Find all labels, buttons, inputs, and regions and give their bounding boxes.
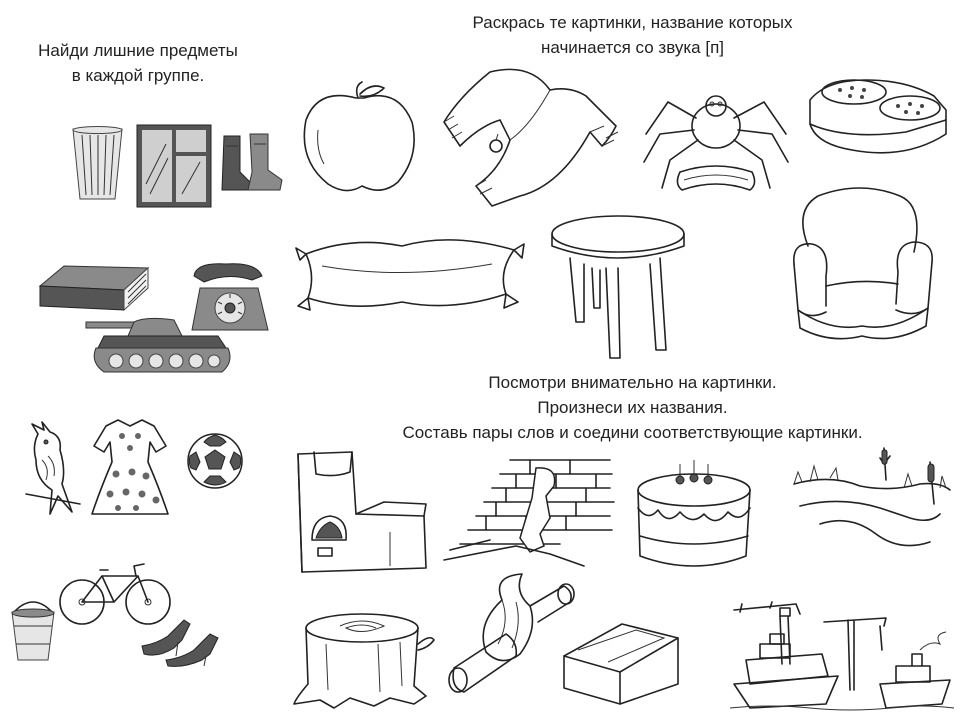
left-task-instruction: Найди лишние предметы в каждой группе. [8, 38, 268, 88]
pillow-drawing [292, 226, 528, 316]
telephone-picture [186, 258, 272, 336]
boots-picture [218, 132, 284, 194]
parrot-picture [22, 420, 84, 520]
armchair-drawing [790, 186, 936, 344]
crane-ships-drawing [729, 600, 955, 711]
spider-drawing [640, 80, 792, 200]
scarf-drawing [440, 66, 622, 208]
stool-drawing [548, 212, 688, 360]
tank-picture [84, 317, 234, 378]
bicycle-picture [58, 560, 172, 628]
middle-task-line-2: Произнеси их названия. [537, 398, 728, 417]
stove-drawing [294, 448, 430, 574]
glass-picture [70, 125, 125, 203]
book-picture [36, 262, 152, 314]
swamp-drawing [790, 444, 954, 566]
wall-drawing [440, 456, 616, 568]
cake-drawing [628, 456, 758, 572]
stump-drawing [290, 604, 438, 710]
package-drawing [560, 616, 682, 708]
window-picture [136, 124, 212, 208]
top-task-instruction: Раскрась те картинки, название которых н… [400, 10, 865, 60]
top-task-line-1: Раскрась те картинки, название которых [472, 13, 793, 32]
bucket-picture [8, 596, 58, 662]
apple-drawing [298, 80, 420, 196]
left-task-line-2: в каждой группе. [71, 66, 205, 85]
middle-task-line-1: Посмотри внимательно на картинки. [488, 373, 777, 392]
biscuits-drawing [806, 70, 952, 160]
left-task-line-1: Найди лишние предметы [38, 41, 238, 60]
pike-log-drawing [446, 572, 576, 698]
football-picture [186, 432, 244, 490]
top-task-line-2: начинается со звука [п] [540, 38, 725, 57]
dress-picture [90, 416, 170, 518]
middle-task-line-3: Составь пары слов и соедини соответствую… [402, 423, 863, 442]
shoes-picture [138, 614, 226, 668]
middle-task-instruction: Посмотри внимательно на картинки. Произн… [320, 370, 945, 445]
